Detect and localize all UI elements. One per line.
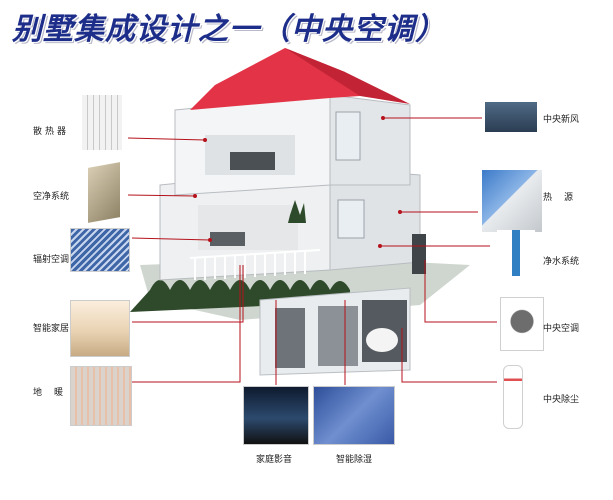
radiator-image [82,95,122,150]
label-water-purification: 净水系统 [543,257,580,267]
window-lower [337,199,365,239]
label-air-purification: 空净系统 [33,192,70,202]
label-heat-source: 热源 [543,193,586,203]
leader-dots [193,116,402,248]
dehumidifier-image [313,386,395,445]
leader-lines [127,117,497,385]
central-vacuum-image [503,365,523,429]
central-ac-unit-image [500,297,544,351]
heat-source-image [482,170,542,232]
water-purifier-image [497,230,535,276]
label-radiator: 散热器 [33,127,70,137]
label-central-ac: 中央空调 [543,324,580,334]
balcony-railing [189,249,321,280]
window-upper [335,111,361,161]
label-fresh-air: 中央新风 [543,115,580,125]
page-title: 别墅集成设计之一（中央空调） [12,12,446,47]
equipment-cabinet [412,234,426,274]
basement-bay [318,306,358,366]
label-central-dust-removal: 中央除尘 [543,395,580,405]
radiant-panel-image [70,228,130,272]
label-floor-heating: 地暖 [33,388,76,398]
label-radiant-ac: 辐射空调 [33,255,70,265]
basement-door [275,308,305,368]
car [366,328,398,352]
air-purifier-image [88,162,120,223]
label-smart-home: 智能家居 [33,324,70,334]
roof-side [285,48,410,104]
label-home-theater: 家庭影音 [256,455,293,465]
label-smart-dehumidify: 智能除湿 [336,455,373,465]
home-theater-image [243,386,309,445]
plant [288,200,306,223]
floor-heating-image [70,366,132,426]
fresh-air-unit-image [485,102,537,132]
smart-home-image [70,300,130,357]
sofa [210,232,245,246]
bed [230,152,275,170]
